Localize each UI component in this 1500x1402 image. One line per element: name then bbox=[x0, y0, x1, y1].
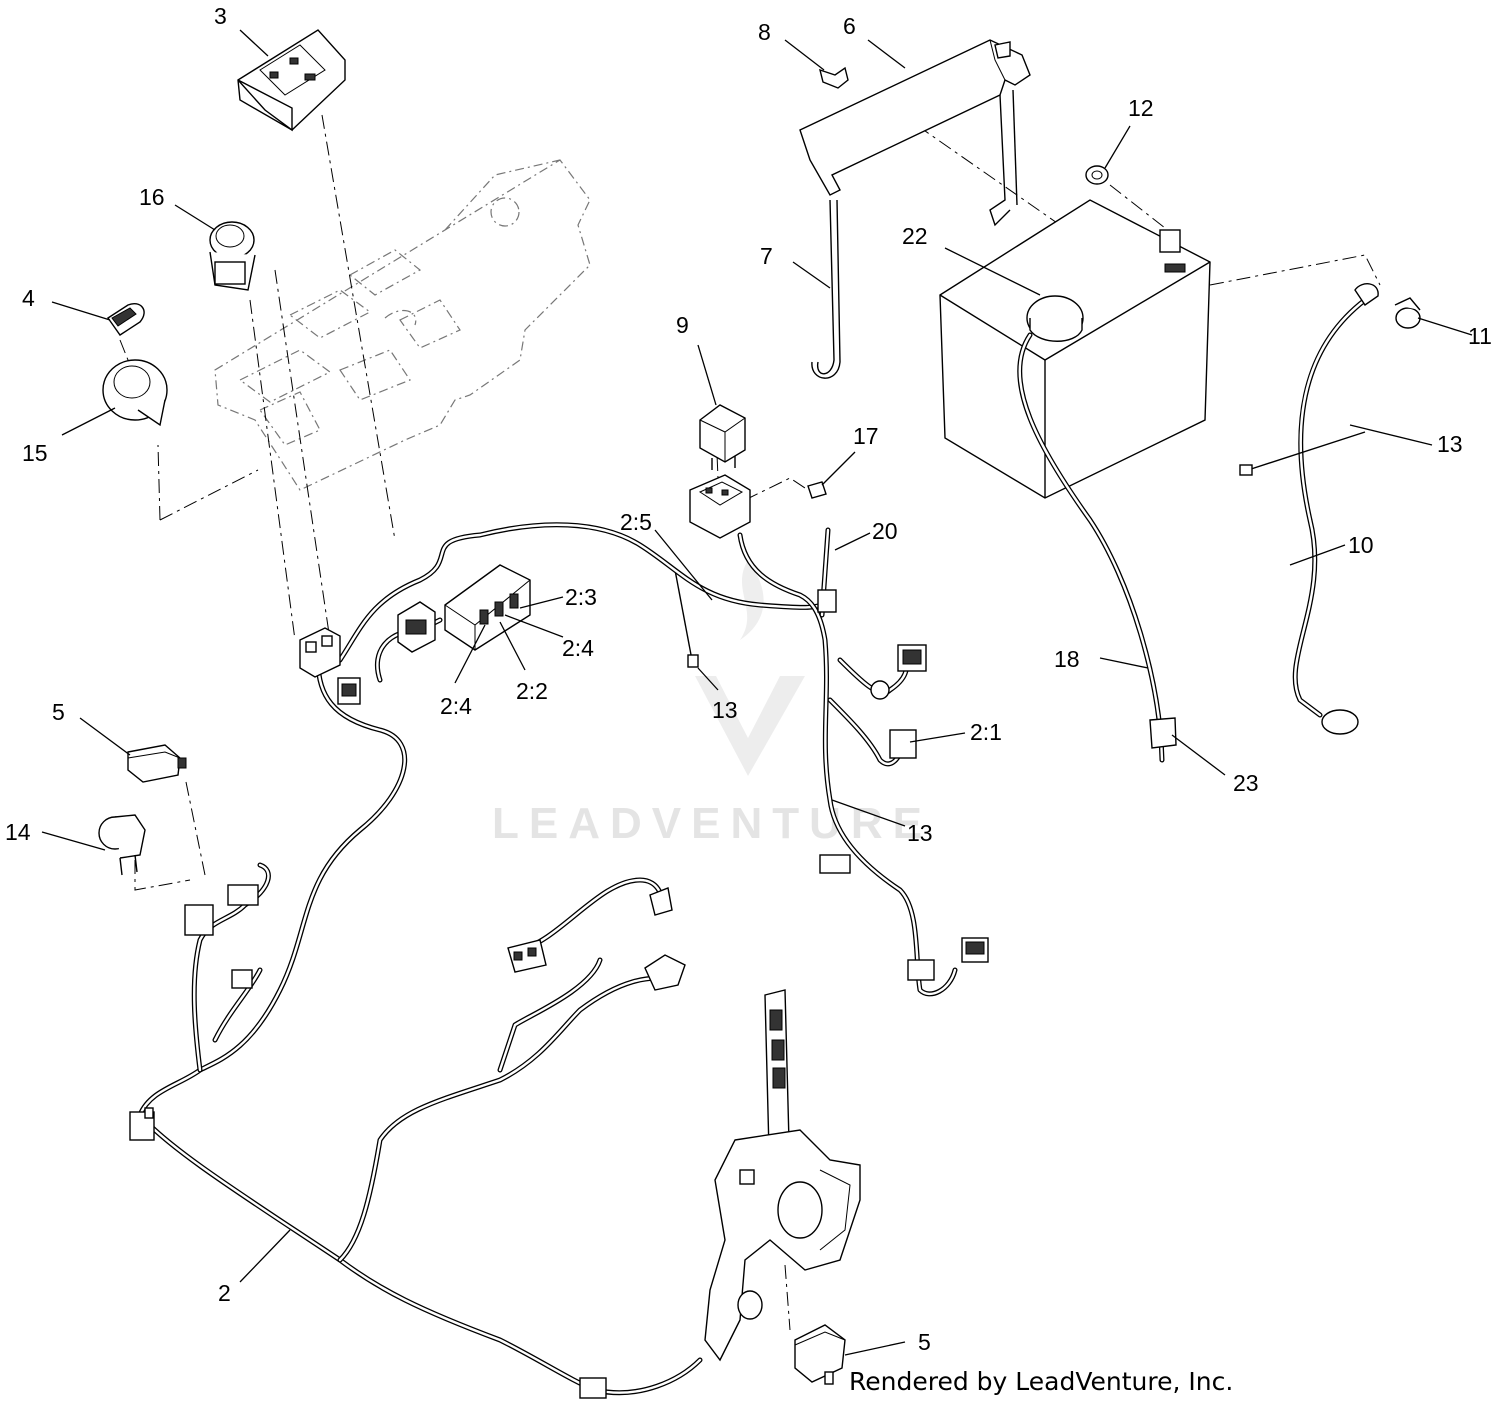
harness-connector[interactable] bbox=[897, 644, 927, 672]
callout-3: 3 bbox=[214, 3, 227, 29]
harness-connector[interactable] bbox=[961, 937, 989, 963]
fuse-block[interactable] bbox=[444, 564, 531, 651]
harness-connector[interactable] bbox=[579, 1377, 607, 1399]
callout-2-2: 2:2 bbox=[516, 678, 548, 704]
callout-18: 18 bbox=[1054, 646, 1080, 672]
cable-tie[interactable] bbox=[674, 569, 699, 668]
leader-lines bbox=[41, 29, 1473, 1356]
positive-cable[interactable] bbox=[1017, 332, 1177, 763]
harness-connector[interactable] bbox=[507, 939, 547, 973]
callout-6: 6 bbox=[843, 13, 856, 39]
callout-9: 9 bbox=[676, 312, 689, 338]
callout-13-battery: 13 bbox=[1437, 431, 1463, 457]
relay[interactable] bbox=[699, 404, 746, 470]
callout-5-bottom: 5 bbox=[918, 1329, 931, 1355]
callout-13-center: 13 bbox=[712, 697, 738, 723]
wing-nut[interactable] bbox=[819, 41, 1011, 89]
cable-tie[interactable] bbox=[1239, 431, 1366, 476]
callout-13-lower: 13 bbox=[907, 820, 933, 846]
callout-2: 2 bbox=[218, 1280, 231, 1306]
relay-socket[interactable] bbox=[689, 474, 751, 539]
key-switch[interactable] bbox=[209, 221, 256, 291]
watermark-text: LEADVENTURE bbox=[492, 799, 932, 848]
callout-16: 16 bbox=[139, 184, 165, 210]
harness-connector[interactable] bbox=[299, 627, 341, 678]
pto-knob[interactable] bbox=[107, 303, 145, 336]
harness-connector[interactable] bbox=[397, 601, 436, 653]
nut[interactable] bbox=[1085, 165, 1109, 185]
callout-labels: 3 16 4 15 8 6 12 22 7 11 9 17 13 20 10 2… bbox=[5, 3, 1492, 1355]
callout-22: 22 bbox=[902, 223, 928, 249]
callout-2-3: 2:3 bbox=[565, 584, 597, 610]
callout-8: 8 bbox=[758, 19, 771, 45]
relay-screw[interactable] bbox=[807, 481, 827, 499]
callout-17: 17 bbox=[853, 423, 879, 449]
callout-12: 12 bbox=[1128, 95, 1154, 121]
control-panel-outline bbox=[214, 159, 591, 491]
battery-hold-down[interactable] bbox=[799, 39, 1031, 227]
harness-connector[interactable] bbox=[817, 589, 837, 613]
callout-2-5: 2:5 bbox=[620, 509, 652, 535]
harness-connector[interactable] bbox=[184, 904, 214, 936]
harness-connector[interactable] bbox=[231, 969, 253, 989]
harness-connector[interactable] bbox=[227, 884, 259, 906]
harness-connector[interactable] bbox=[907, 959, 935, 981]
hold-down-rod[interactable] bbox=[811, 199, 841, 379]
harness-connector[interactable] bbox=[889, 729, 917, 759]
negative-cable[interactable] bbox=[1292, 283, 1379, 735]
callout-2-4-left: 2:4 bbox=[440, 693, 472, 719]
harness-connector[interactable] bbox=[337, 677, 361, 705]
interlock-switch[interactable] bbox=[98, 814, 146, 876]
callout-4: 4 bbox=[22, 285, 35, 311]
pto-switch[interactable] bbox=[102, 359, 168, 427]
cable-bolt[interactable] bbox=[1394, 297, 1421, 329]
callout-7: 7 bbox=[760, 243, 773, 269]
harness-connector[interactable] bbox=[129, 1107, 155, 1141]
callout-23: 23 bbox=[1233, 770, 1259, 796]
control-lever[interactable] bbox=[704, 989, 861, 1362]
ring-terminal[interactable] bbox=[870, 680, 890, 700]
callout-15: 15 bbox=[22, 440, 48, 466]
callout-20: 20 bbox=[872, 518, 898, 544]
render-credit: Rendered by LeadVenture, Inc. bbox=[849, 1367, 1233, 1396]
seat-switch[interactable] bbox=[127, 744, 187, 783]
brake-switch[interactable] bbox=[794, 1324, 846, 1385]
callout-14: 14 bbox=[5, 819, 31, 845]
battery[interactable] bbox=[939, 199, 1211, 499]
harness-connector[interactable] bbox=[819, 854, 851, 874]
callout-5-top: 5 bbox=[52, 699, 65, 725]
callout-10: 10 bbox=[1348, 532, 1374, 558]
callout-11: 11 bbox=[1468, 323, 1492, 349]
callout-2-4-right: 2:4 bbox=[562, 635, 594, 661]
main-wiring-harness[interactable] bbox=[137, 522, 958, 1396]
harness-connector[interactable] bbox=[644, 954, 686, 991]
callout-2-1: 2:1 bbox=[970, 719, 1002, 745]
harness-connector[interactable] bbox=[649, 887, 673, 916]
display-module[interactable] bbox=[237, 29, 346, 132]
